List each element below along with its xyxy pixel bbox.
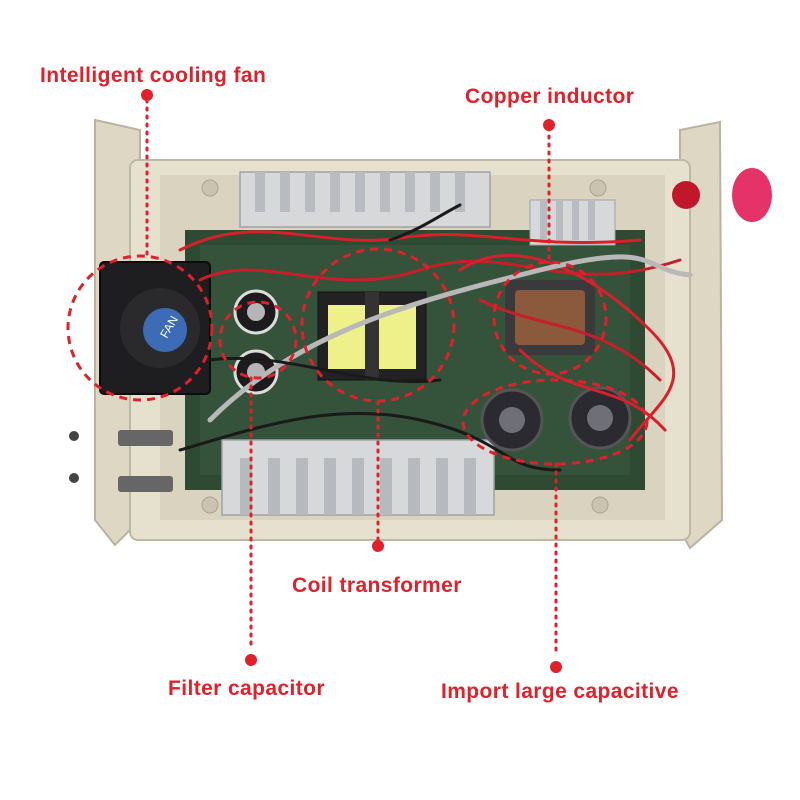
annotation-markers: [66, 247, 649, 466]
fan-marker-ring: [66, 254, 214, 402]
large-capacitors: [480, 386, 632, 452]
cooling-fan: FAN: [99, 261, 211, 395]
side-terminals: [69, 430, 173, 492]
label-coil-transformer: Coil transformer: [292, 574, 462, 597]
large-capacitor-marker-ring: [461, 378, 649, 466]
label-import-capacitive: Import large capacitive: [441, 680, 679, 703]
filter-capacitor-marker-ring: [218, 300, 298, 380]
copper-inductor-marker-ring: [492, 260, 608, 376]
copper-inductor: [505, 280, 595, 355]
label-copper-inductor: Copper inductor: [465, 85, 635, 108]
label-filter-capacitor: Filter capacitor: [168, 677, 325, 700]
leader-dots: [141, 89, 562, 673]
leader-lines: [145, 98, 558, 657]
label-cooling-fan: Intelligent cooling fan: [40, 64, 267, 87]
top-heatsink: [239, 171, 616, 246]
power-switch: [672, 168, 772, 222]
bottom-heatsink: [221, 439, 495, 516]
